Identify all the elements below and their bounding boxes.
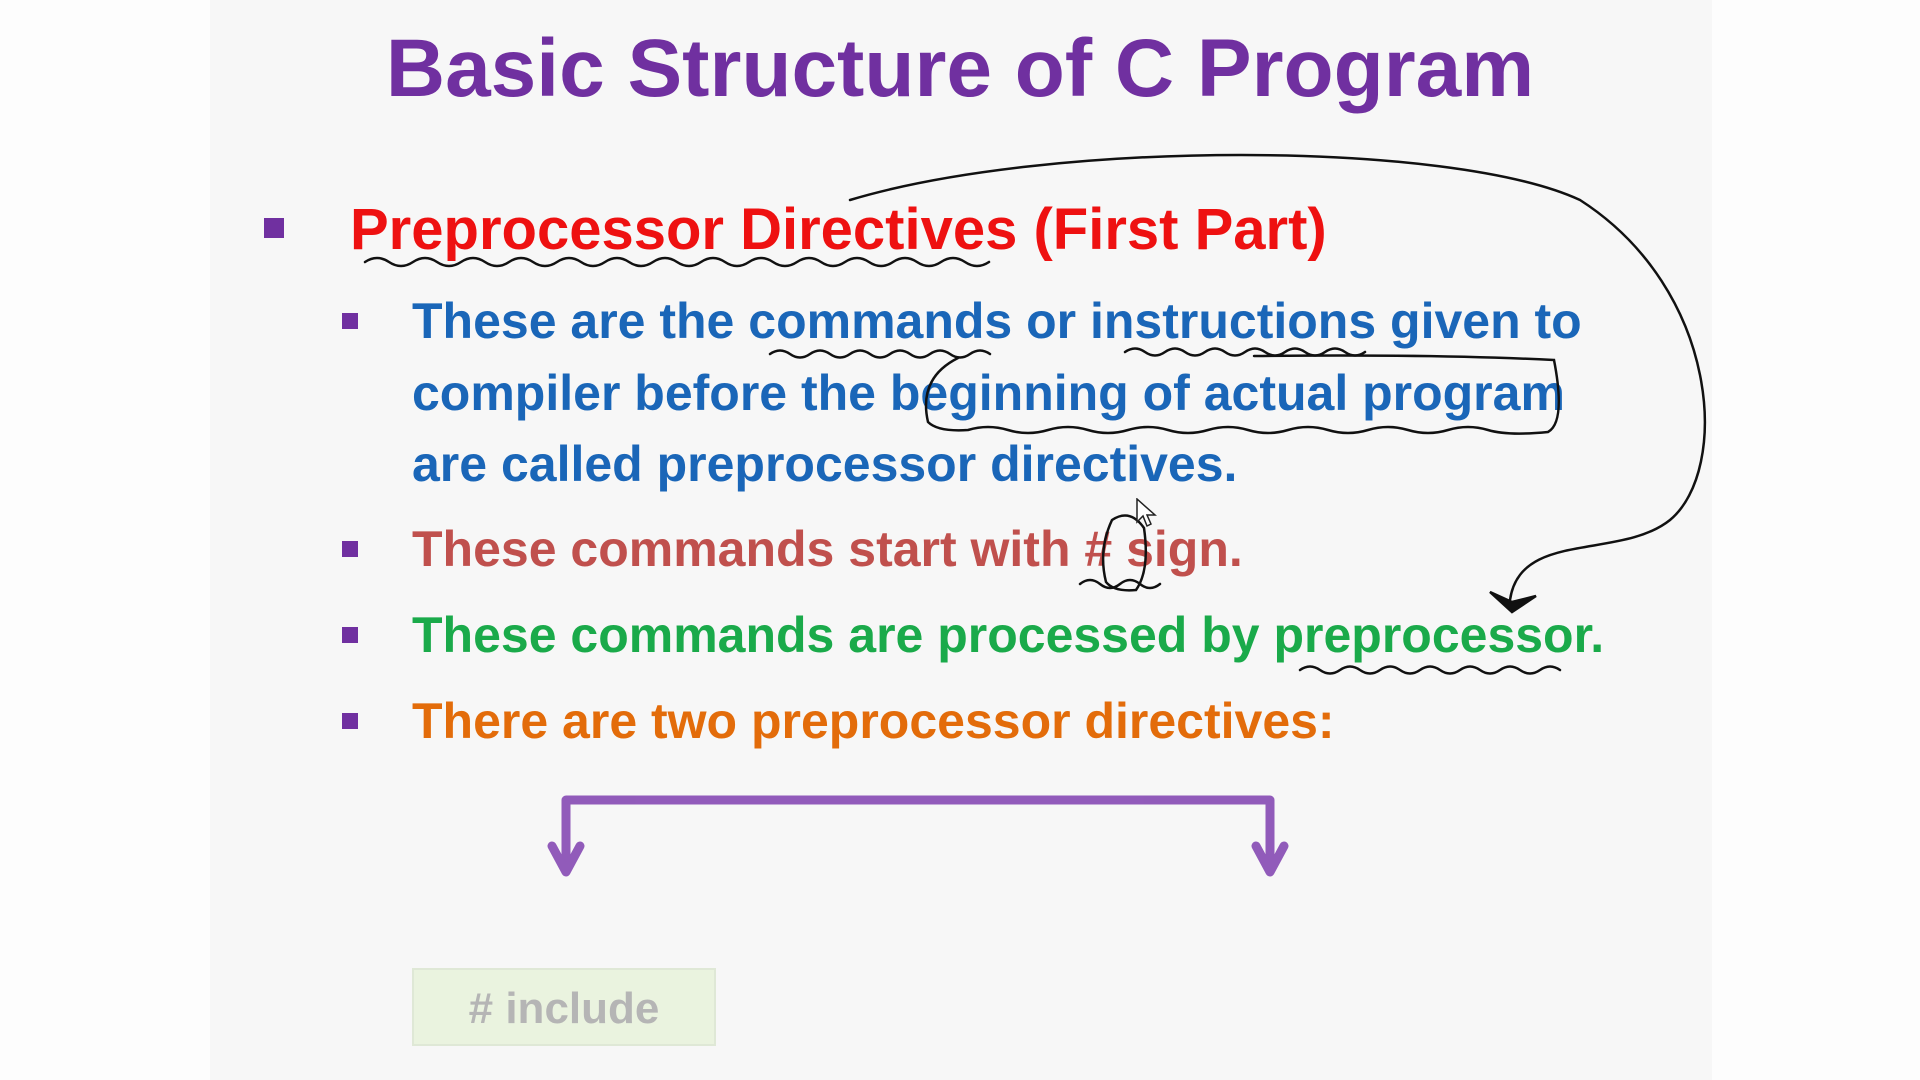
point-1-line-3: are called preprocessor directives.: [412, 436, 1238, 492]
square-bullet-icon: [342, 713, 358, 729]
slide-title: Basic Structure of C Program: [385, 23, 1535, 114]
square-bullet-icon: [342, 313, 358, 329]
square-bullet-icon: [264, 218, 284, 238]
point-2-line-1: These commands start with # sign.: [412, 521, 1243, 577]
section-heading: Preprocessor Directives (First Part): [350, 197, 1327, 262]
mouse-pointer-icon: [1136, 498, 1157, 528]
left-margin: [0, 0, 210, 1080]
square-bullet-icon: [342, 627, 358, 643]
point-1-line-2: compiler before the beginning of actual …: [412, 365, 1565, 421]
point-1-line-1: These are the commands or instructions g…: [412, 293, 1582, 349]
square-bullet-icon: [342, 541, 358, 557]
include-directive-box: # include: [412, 968, 716, 1046]
right-margin: [1712, 0, 1920, 1080]
point-3-line-1: These commands are processed by preproce…: [412, 607, 1605, 663]
point-4-line-1: There are two preprocessor directives:: [412, 693, 1335, 749]
include-directive-label: # include: [468, 984, 660, 1033]
